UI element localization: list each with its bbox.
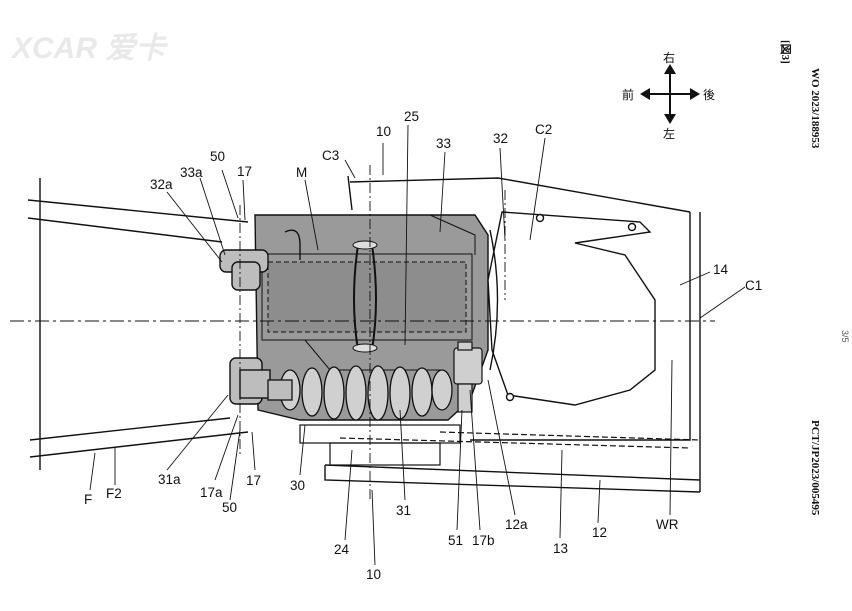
label-51: 51 — [448, 533, 463, 548]
dir-left: 左 — [663, 126, 675, 141]
label-50-top: 50 — [210, 149, 225, 164]
label-13: 13 — [553, 541, 568, 556]
arrow-left-icon — [640, 88, 650, 100]
label-50-bottom: 50 — [222, 500, 237, 515]
label-33a: 33a — [180, 165, 203, 180]
arrow-up-icon — [664, 64, 676, 74]
figure-number: [図3] — [779, 40, 793, 64]
label-c2: C2 — [535, 122, 552, 137]
label-m: M — [296, 165, 307, 180]
label-17b: 17b — [472, 533, 495, 548]
label-f: F — [84, 492, 92, 507]
label-31: 31 — [396, 503, 411, 518]
label-31a: 31a — [158, 472, 181, 487]
spring-30 — [267, 365, 453, 421]
axis-lines — [239, 165, 506, 500]
label-c1: C1 — [745, 278, 762, 293]
label-33: 33 — [436, 136, 451, 151]
label-24: 24 — [334, 542, 350, 557]
label-12a: 12a — [505, 517, 528, 532]
label-17-top: 17 — [237, 164, 252, 179]
leader-lines — [89, 124, 746, 566]
label-12: 12 — [592, 525, 607, 540]
wheel-wr — [487, 211, 656, 406]
orientation-compass: 右 左 前 後 — [622, 50, 715, 141]
page-number: 3/5 — [840, 330, 850, 343]
dir-right: 右 — [663, 50, 675, 65]
label-10-bottom: 10 — [366, 567, 381, 582]
label-wr: WR — [656, 517, 679, 532]
label-14: 14 — [713, 262, 729, 277]
frame-f — [27, 178, 249, 470]
label-c3: C3 — [322, 148, 339, 163]
label-10-top: 10 — [376, 124, 391, 139]
label-32: 32 — [493, 131, 508, 146]
swing-arm-outline — [324, 175, 701, 493]
dir-rear: 後 — [703, 88, 715, 102]
arrow-right-icon — [690, 88, 700, 100]
bracket-32a — [219, 229, 301, 291]
label-17-bottom: 17 — [246, 473, 261, 488]
watermark-logo: XCAR 爱卡 — [10, 32, 168, 65]
bracket-31a — [229, 357, 271, 405]
label-25: 25 — [404, 109, 419, 124]
reference-labels: 32a 33a 50 17 M C3 10 25 33 32 C2 14 C1 … — [84, 109, 762, 582]
wo-number: WO 2023/188953 — [809, 68, 821, 149]
rail-12 — [299, 424, 701, 466]
pct-number: PCT/JP2023/005495 — [809, 420, 821, 516]
label-32a: 32a — [150, 177, 173, 192]
bolt-51 — [453, 341, 483, 413]
dir-front: 前 — [622, 87, 634, 102]
label-17a: 17a — [200, 485, 223, 500]
label-30: 30 — [290, 478, 305, 493]
arrow-down-icon — [664, 114, 676, 124]
label-f2: F2 — [106, 486, 122, 501]
